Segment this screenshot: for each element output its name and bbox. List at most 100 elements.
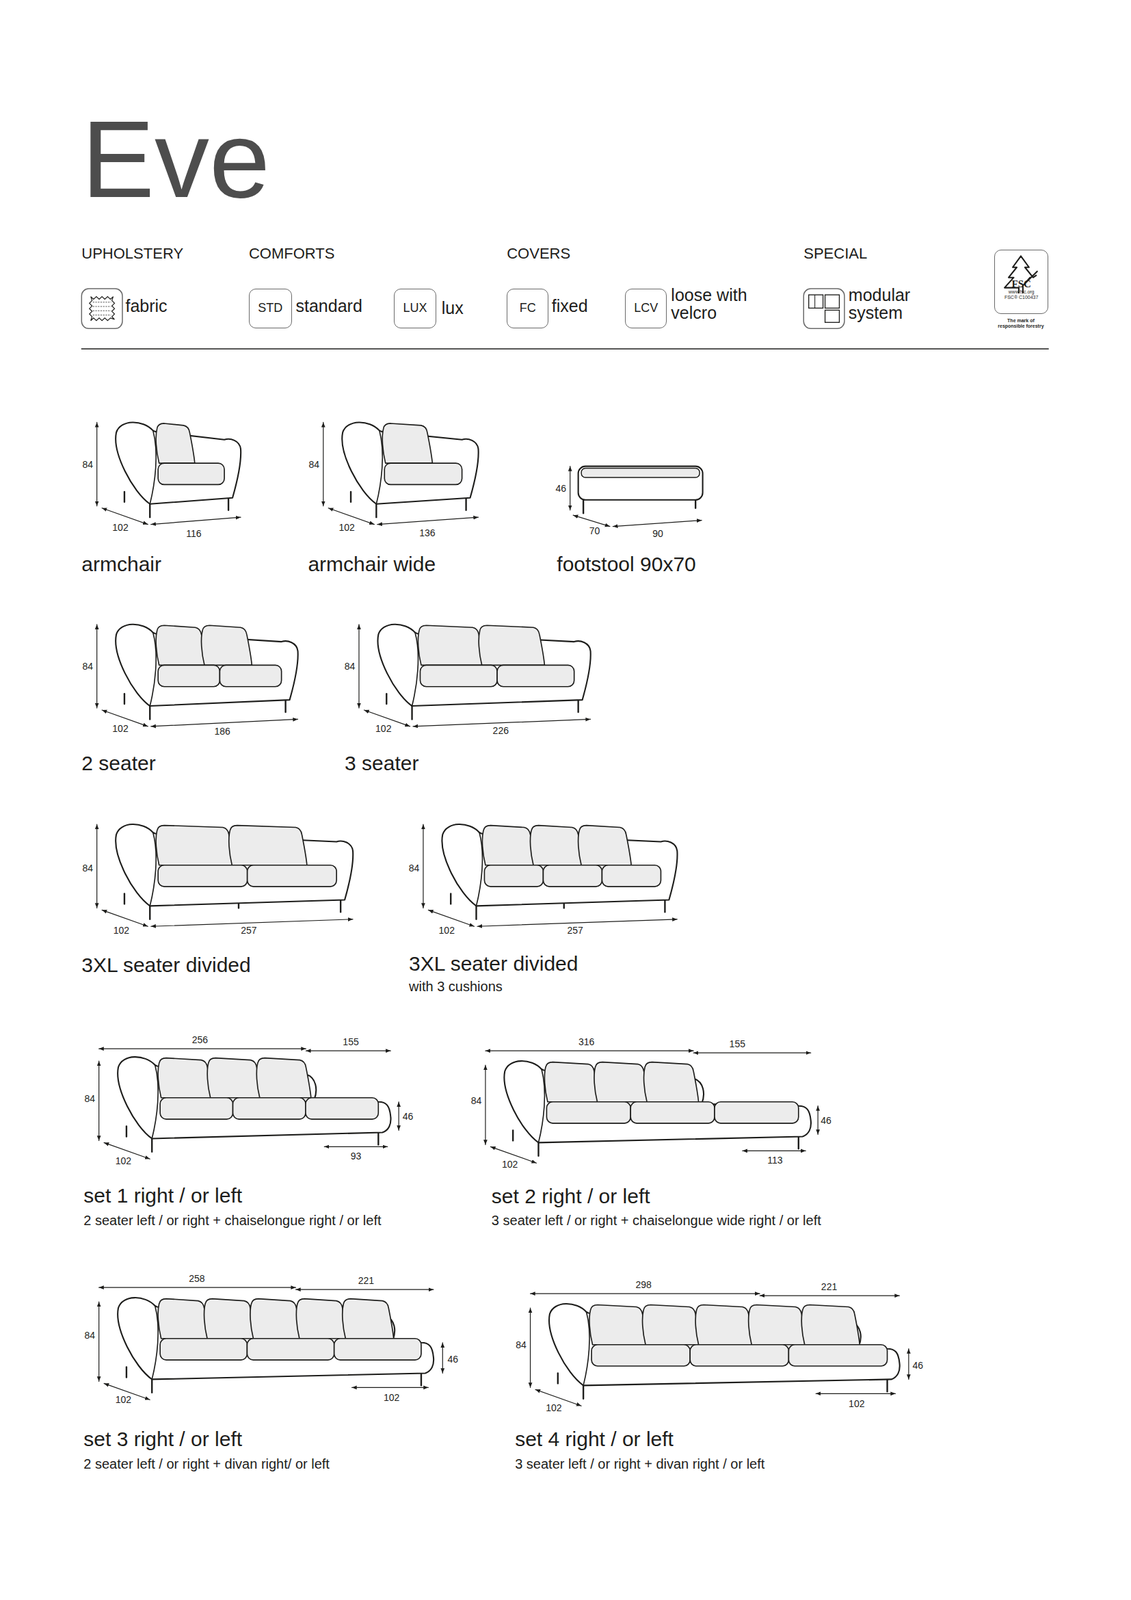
option-label: modular system bbox=[847, 285, 916, 323]
dimension-value: 84 bbox=[82, 1329, 97, 1341]
dimension-value: 102 bbox=[110, 521, 130, 533]
dimension-line bbox=[99, 1048, 307, 1049]
sofa-drawing bbox=[378, 624, 591, 720]
dimension-value: 155 bbox=[728, 1038, 747, 1049]
dimension-value: 226 bbox=[491, 724, 511, 736]
dimension-value: 93 bbox=[349, 1150, 364, 1162]
option-code-box: LCV bbox=[624, 288, 667, 329]
dimension-line bbox=[99, 1286, 297, 1288]
certification-note: The mark of responsible forestry bbox=[994, 317, 1047, 329]
dimension-line bbox=[96, 823, 98, 908]
category-heading: UPHOLSTERY bbox=[80, 245, 185, 263]
drawing-layer bbox=[81, 255, 1049, 1406]
dimension-value: 155 bbox=[341, 1035, 360, 1047]
option-label: fabric bbox=[123, 296, 169, 316]
dimension-line bbox=[529, 1307, 531, 1387]
dimension-value: 84 bbox=[469, 1094, 484, 1106]
dimension-line bbox=[612, 520, 702, 527]
product-name: armchair bbox=[80, 552, 163, 577]
badge-title: FSC bbox=[1011, 278, 1031, 290]
dimension-line bbox=[398, 1101, 400, 1131]
option-label: standard bbox=[294, 296, 364, 316]
dimension-value: 221 bbox=[819, 1280, 839, 1292]
dimension-value: 90 bbox=[650, 527, 665, 539]
badge-detail: FSC® C100437 bbox=[1004, 294, 1039, 301]
option-code-box: LUX bbox=[393, 288, 437, 329]
dimension-line bbox=[908, 1348, 909, 1380]
badge-detail: www.fsc.org bbox=[1008, 289, 1035, 295]
header-rule bbox=[81, 348, 1049, 349]
option-code: FC bbox=[519, 301, 537, 316]
dimension-value: 102 bbox=[114, 1154, 133, 1166]
dimension-line bbox=[484, 1064, 486, 1144]
product-name: 3 seater bbox=[343, 750, 420, 775]
sofa-drawing bbox=[117, 1297, 434, 1393]
sofa-drawing bbox=[442, 823, 678, 920]
option-label: fixed bbox=[550, 296, 590, 316]
dimension-value: 102 bbox=[847, 1397, 866, 1409]
sofa-drawing bbox=[115, 823, 353, 920]
dimension-value: 257 bbox=[239, 924, 258, 936]
dimension-value: 258 bbox=[187, 1272, 206, 1284]
dimension-value: 84 bbox=[80, 660, 95, 672]
product-name: 3XL seater divided bbox=[80, 953, 252, 978]
dimension-line bbox=[151, 516, 241, 524]
dimension-line bbox=[422, 823, 424, 908]
dimension-line bbox=[377, 516, 479, 524]
category-heading: SPECIAL bbox=[802, 245, 869, 263]
product-name: set 2 right / or left bbox=[490, 1184, 652, 1209]
product-name: set 1 right / or left bbox=[82, 1183, 244, 1208]
dimension-value: 316 bbox=[577, 1035, 596, 1047]
category-heading: COVERS bbox=[505, 245, 572, 263]
sofa-drawing bbox=[341, 421, 478, 517]
dimension-value: 116 bbox=[184, 527, 203, 539]
dimension-line bbox=[815, 1392, 896, 1394]
modular-icon bbox=[803, 288, 845, 329]
product-name: 3XL seater divided bbox=[407, 951, 580, 976]
dimension-line bbox=[96, 624, 98, 708]
sofa-drawing bbox=[115, 624, 298, 720]
option-code-box: STD bbox=[248, 288, 292, 329]
dimension-line bbox=[322, 421, 324, 506]
dimension-line bbox=[485, 1050, 694, 1051]
dimension-line bbox=[358, 624, 359, 708]
sofa-drawing bbox=[117, 1056, 391, 1152]
fabric-icon bbox=[81, 288, 123, 329]
product-name: footstool 90x70 bbox=[555, 552, 697, 577]
option-label: lux bbox=[440, 298, 465, 318]
dimension-value: 46 bbox=[819, 1114, 833, 1126]
dimension-value: 102 bbox=[437, 924, 457, 936]
dimension-line bbox=[98, 1060, 100, 1140]
dimension-value: 84 bbox=[514, 1338, 528, 1350]
sofa-drawing bbox=[549, 1303, 900, 1399]
dimension-line bbox=[693, 1052, 811, 1054]
dimension-value: 46 bbox=[445, 1353, 460, 1365]
dimension-line bbox=[98, 1301, 100, 1381]
product-description: 3 seater left / or right + divan right /… bbox=[513, 1455, 766, 1472]
option-label: loose with velcro bbox=[669, 285, 753, 323]
dimension-line bbox=[352, 1386, 429, 1388]
sofa-drawing bbox=[503, 1060, 811, 1156]
dimension-value: 46 bbox=[553, 482, 568, 494]
certification-badge: FSCwww.fsc.orgFSC® C100437 bbox=[994, 249, 1049, 314]
dimension-value: 186 bbox=[212, 725, 232, 737]
dimension-line bbox=[530, 1293, 761, 1294]
dimension-line bbox=[817, 1105, 819, 1135]
option-code: LCV bbox=[633, 301, 658, 316]
dimension-value: 84 bbox=[80, 458, 95, 470]
dimension-value: 84 bbox=[82, 1092, 97, 1104]
dimension-line bbox=[296, 1288, 434, 1290]
dimension-line bbox=[428, 909, 474, 926]
dimension-line bbox=[742, 1150, 806, 1151]
fsc-tree-logo bbox=[1004, 255, 1038, 293]
option-code: LUX bbox=[402, 301, 427, 316]
dimension-value: 113 bbox=[765, 1154, 784, 1166]
dimension-value: 257 bbox=[565, 924, 584, 936]
dimension-value: 84 bbox=[307, 458, 322, 470]
dimension-line bbox=[442, 1342, 444, 1374]
page-title: Eve bbox=[81, 104, 271, 215]
product-name: 2 seater bbox=[80, 750, 157, 775]
product-description: 2 seater left / or right + divan right/ … bbox=[82, 1455, 331, 1472]
